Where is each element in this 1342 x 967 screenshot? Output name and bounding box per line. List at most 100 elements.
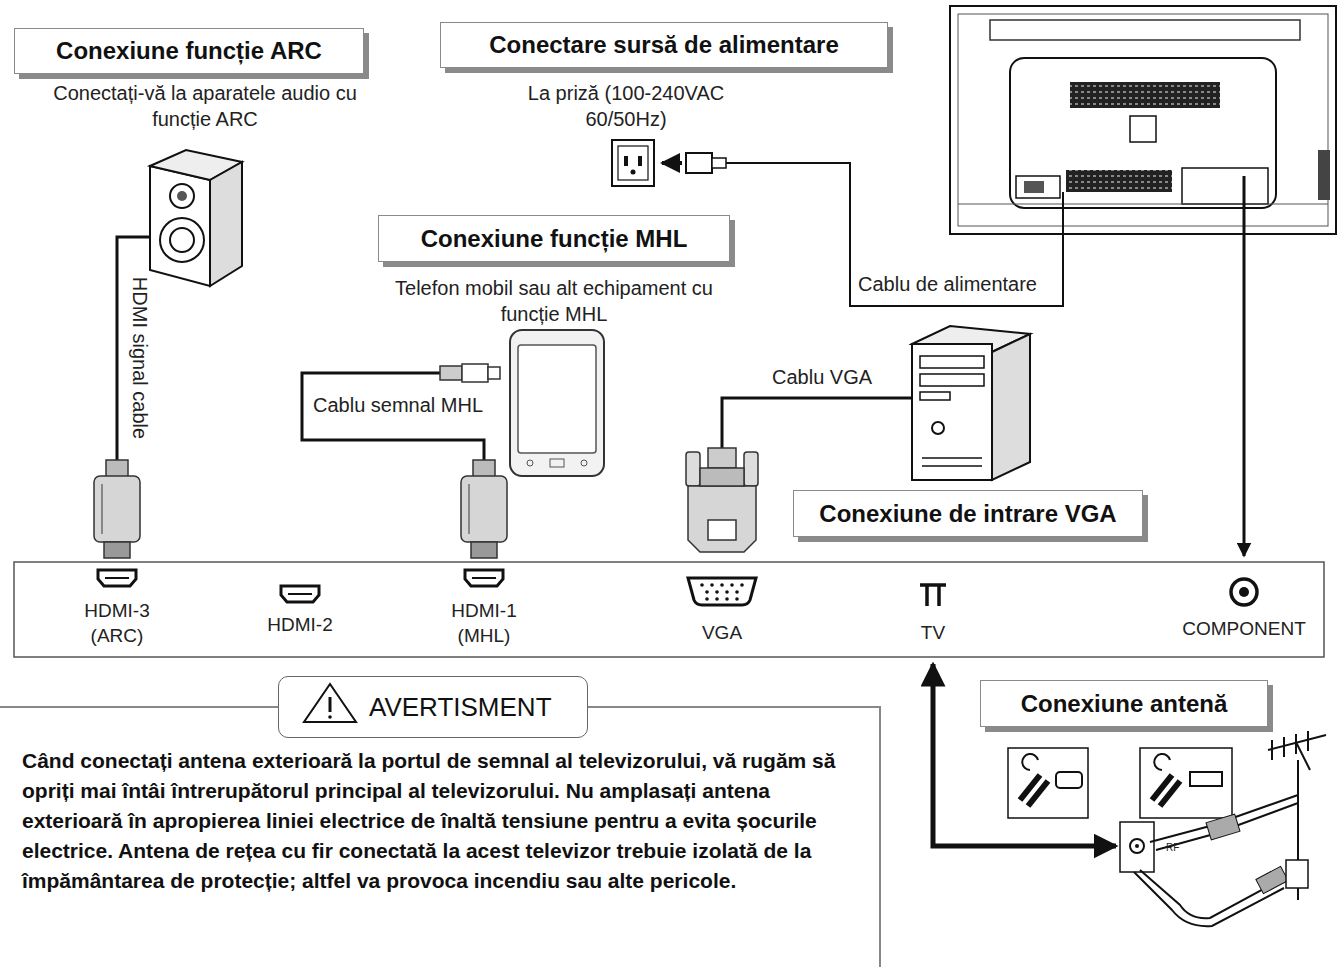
vga-cable [722, 398, 912, 452]
component-port [1231, 579, 1257, 605]
tv-back [950, 6, 1336, 234]
warning-heading: AVERTISMENT [278, 676, 588, 738]
power-cable [726, 163, 1063, 306]
speaker [150, 150, 242, 286]
tv-back [1066, 170, 1172, 192]
warning-triangle [304, 684, 356, 722]
desktop-computer [920, 356, 984, 368]
vga-plug [708, 448, 736, 468]
speaker [170, 184, 194, 208]
vga-port [715, 590, 719, 594]
hdmi-port [98, 570, 136, 586]
port-label: HDMI-1 (MHL) [439, 598, 529, 648]
port-label: HDMI-3 (ARC) [72, 598, 162, 648]
mobile-phone [581, 460, 587, 466]
tv-back [1016, 176, 1060, 198]
tv-back [1024, 181, 1044, 193]
antenna-illustration [1130, 839, 1144, 853]
wall-outlet [612, 140, 654, 186]
desktop-computer [922, 465, 982, 467]
power-plug [712, 158, 726, 168]
component-arrow [1243, 176, 1246, 556]
box-heading: Conexiune antenă [980, 680, 1268, 727]
antenna-illustration [1150, 795, 1298, 842]
wall-outlet [624, 156, 628, 166]
mobile-phone [510, 330, 604, 476]
antenna-illustration [1020, 775, 1048, 806]
usb-plug [440, 366, 462, 380]
warning-triangle [304, 684, 356, 722]
vga-port [715, 597, 719, 601]
vga-port [730, 583, 734, 587]
mobile-phone [550, 459, 564, 467]
tv-back [1182, 168, 1268, 204]
port-panel [14, 562, 1324, 657]
antenna-illustration [1022, 754, 1038, 770]
port-label: HDMI-2 [255, 612, 345, 637]
warning-text: Când conectați antena exterioară la port… [22, 746, 872, 896]
tv-back [1010, 58, 1276, 208]
antenna-illustration [1140, 748, 1232, 818]
vga-port [710, 583, 714, 587]
vga-plug [708, 520, 736, 540]
antenna-illustration [1206, 814, 1240, 840]
antenna-illustration [1008, 748, 1088, 818]
box-heading: Conexiune funcție ARC [14, 28, 364, 74]
mhl-cable [302, 373, 484, 462]
box-heading: Conectare sursă de alimentare [440, 22, 888, 68]
desktop-computer [920, 374, 984, 386]
tv-back [1318, 150, 1330, 200]
power-plug [686, 153, 726, 173]
vga-port [700, 583, 704, 587]
plug-arrow [662, 161, 682, 165]
desktop-computer [932, 422, 944, 434]
tv-back [958, 14, 1328, 226]
vga-port [725, 597, 729, 601]
usb-plug [440, 364, 500, 382]
port-label: VGA [682, 620, 762, 645]
vga-plug [700, 468, 744, 486]
vga-port [720, 583, 724, 587]
wall-outlet [612, 140, 654, 186]
box-caption: La priză (100-240VAC 60/50Hz) [506, 80, 746, 132]
vga-port [705, 590, 709, 594]
box-caption: Telefon mobil sau alt echipament cu func… [378, 275, 730, 327]
speaker [177, 191, 187, 201]
tv-back [950, 6, 1336, 234]
desktop-computer [920, 392, 950, 400]
vga-port [688, 578, 756, 605]
vga-plug [686, 452, 700, 486]
vga-plug [688, 486, 756, 552]
speaker [210, 162, 242, 286]
vga-plug [744, 452, 758, 486]
tv-back [958, 204, 1328, 205]
vga-plug [686, 448, 758, 552]
desktop-computer [912, 344, 992, 480]
desktop-computer [912, 326, 1030, 480]
antenna-illustration [1268, 731, 1326, 770]
signal-label: RF [1166, 840, 1179, 856]
antenna-illustration [1120, 822, 1154, 872]
cable-label: Cablu de alimentare [855, 271, 1040, 297]
power-plug [686, 153, 712, 173]
tv-back [1070, 82, 1220, 108]
vga-port [705, 597, 709, 601]
box-caption: Conectați-vă la aparatele audio cu funcț… [40, 80, 370, 132]
antenna-illustration [1286, 860, 1308, 888]
mobile-phone [518, 345, 596, 453]
tv-back [990, 20, 1300, 40]
vga-port [740, 583, 744, 587]
vga-port [735, 590, 739, 594]
warning-triangle [329, 697, 332, 712]
warning-triangle [328, 715, 332, 719]
antenna-illustration [1152, 775, 1180, 806]
hdmi-plug [94, 460, 140, 558]
antenna-illustration [1154, 754, 1170, 770]
hdmi-plug [461, 460, 507, 558]
antenna-illustration [1256, 866, 1288, 893]
tv-antenna-port [920, 585, 946, 606]
vga-port [725, 590, 729, 594]
hdmi-port [465, 570, 503, 586]
